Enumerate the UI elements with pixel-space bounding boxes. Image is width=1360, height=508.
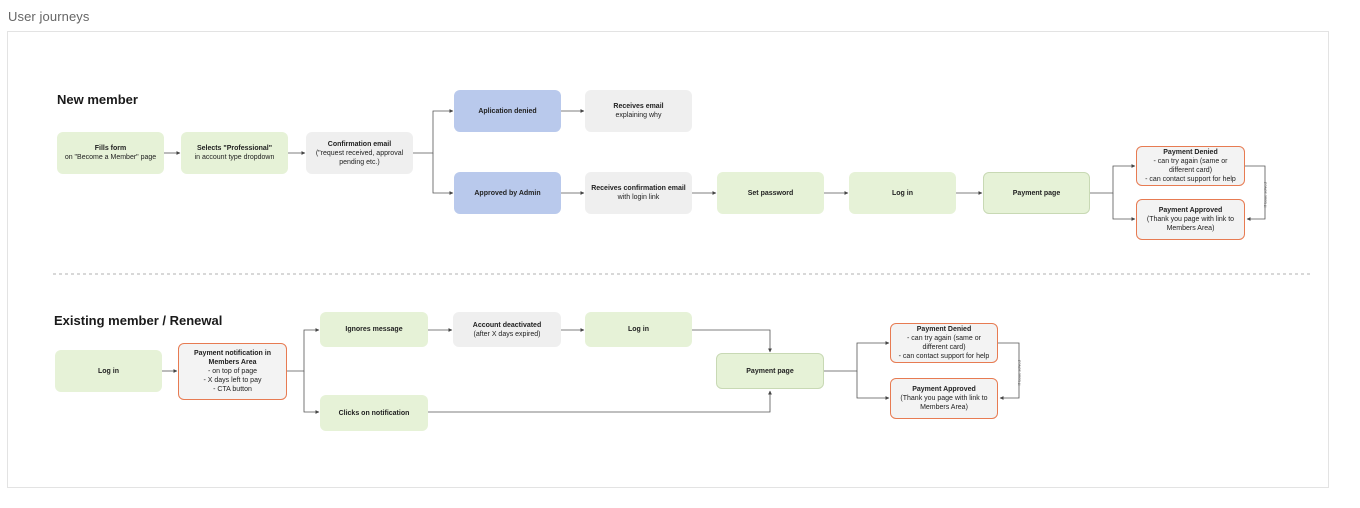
node-payment-denied[interactable]: Payment Denied - can try again (same or … xyxy=(1136,146,1245,186)
node-approved-by-admin[interactable]: Approved by Admin xyxy=(454,172,561,214)
node-title: Payment page xyxy=(746,367,794,375)
node-log-in-existing[interactable]: Log in xyxy=(55,350,162,392)
arrow-confirmation-to-denied xyxy=(413,109,454,154)
node-title: Payment notification in Members Area xyxy=(193,350,271,366)
node-payment-page[interactable]: Payment page xyxy=(983,172,1090,214)
node-payment-page-existing[interactable]: Payment page xyxy=(716,353,824,389)
node-account-deactivated[interactable]: Account deactivated (after X days expire… xyxy=(453,312,561,347)
node-subtitle: - can try again (same or different card)… xyxy=(898,335,990,360)
node-subtitle: - can try again (same or different card)… xyxy=(1145,158,1236,183)
node-title: Approved by Admin xyxy=(474,189,541,197)
node-title: Receives email xyxy=(613,103,664,110)
arrow-clicks-to-payment xyxy=(428,390,772,413)
node-subtitle: - on top of page - X days left to pay - … xyxy=(203,368,262,393)
node-title: Selects "Professional" xyxy=(196,145,273,152)
node-title: Receives confirmation email xyxy=(591,185,686,192)
arrow-confirmation-to-approved xyxy=(432,153,454,195)
arrow-denied-to-approved xyxy=(1245,165,1266,221)
node-subtitle: in account type dropdown xyxy=(194,154,275,161)
arrow-payment-to-approved-2 xyxy=(856,371,890,400)
arrow-login-to-payment-2 xyxy=(692,329,772,353)
node-subtitle: with login link xyxy=(617,194,660,201)
node-title: Set password xyxy=(747,189,794,197)
node-receives-confirmation-email[interactable]: Receives confirmation email with login l… xyxy=(585,172,692,214)
node-confirmation-email[interactable]: Confirmation email ("request received, a… xyxy=(306,132,413,174)
node-selects-professional[interactable]: Selects "Professional" in account type d… xyxy=(181,132,288,174)
node-title: Payment Denied xyxy=(916,326,972,333)
node-title: Log in xyxy=(98,367,119,375)
node-title: Confirmation email xyxy=(327,140,392,148)
node-payment-approved[interactable]: Payment Approved (Thank you page with li… xyxy=(1136,199,1245,240)
side-note-if-issue-solved: If issue solved xyxy=(1262,182,1268,208)
arrow-notification-to-clicks xyxy=(303,371,320,414)
node-log-in-after-deactivation[interactable]: Log in xyxy=(585,312,692,347)
node-subtitle: (Thank you page with link to Members Are… xyxy=(900,395,988,411)
node-payment-approved-existing[interactable]: Payment Approved (Thank you page with li… xyxy=(890,378,998,419)
node-title: Clicks on notification xyxy=(338,409,410,417)
node-payment-notification[interactable]: Payment notification in Members Area - o… xyxy=(178,343,287,400)
node-ignores-message[interactable]: Ignores message xyxy=(320,312,428,347)
arrow-payment-to-approved xyxy=(1112,193,1136,221)
node-title: Payment Approved xyxy=(1158,207,1223,214)
node-title: Fills form xyxy=(94,145,127,152)
node-payment-denied-existing[interactable]: Payment Denied - can try again (same or … xyxy=(890,323,998,363)
node-title: Account deactivated xyxy=(472,321,542,329)
node-clicks-notification[interactable]: Clicks on notification xyxy=(320,395,428,431)
arrow-notification-to-ignores xyxy=(287,328,320,372)
node-receives-email[interactable]: Receives email explaining why xyxy=(585,90,692,132)
node-fills-form[interactable]: Fills form on "Become a Member" page xyxy=(57,132,164,174)
node-title: Aplication denied xyxy=(478,107,537,115)
node-title: Ignores message xyxy=(345,326,403,333)
page-title: User journeys xyxy=(8,9,90,24)
node-subtitle: on "Become a Member" page xyxy=(64,154,157,161)
node-title: Log in xyxy=(628,326,649,333)
node-title: Payment Denied xyxy=(1163,149,1218,156)
node-subtitle: (Thank you page with link to Members Are… xyxy=(1146,216,1235,232)
node-title: Payment page xyxy=(1012,189,1061,197)
node-title: Payment Approved xyxy=(912,386,976,393)
arrow-payment-to-denied-2 xyxy=(824,341,890,372)
node-log-in[interactable]: Log in xyxy=(849,172,956,214)
arrow-payment-to-denied xyxy=(1090,164,1136,194)
node-subtitle: ("request received, approval pending etc… xyxy=(315,149,404,166)
side-note-if-issue-solved-existing: If issue solved xyxy=(1016,360,1022,386)
node-application-denied[interactable]: Aplication denied xyxy=(454,90,561,132)
section-title-existing-member: Existing member / Renewal xyxy=(54,313,223,328)
node-set-password[interactable]: Set password xyxy=(717,172,824,214)
section-title-new-member: New member xyxy=(57,92,138,107)
node-subtitle: explaining why xyxy=(615,112,662,119)
node-subtitle: (after X days expired) xyxy=(473,330,541,338)
node-title: Log in xyxy=(892,189,913,197)
arrow-denied-to-approved-2 xyxy=(998,342,1020,400)
